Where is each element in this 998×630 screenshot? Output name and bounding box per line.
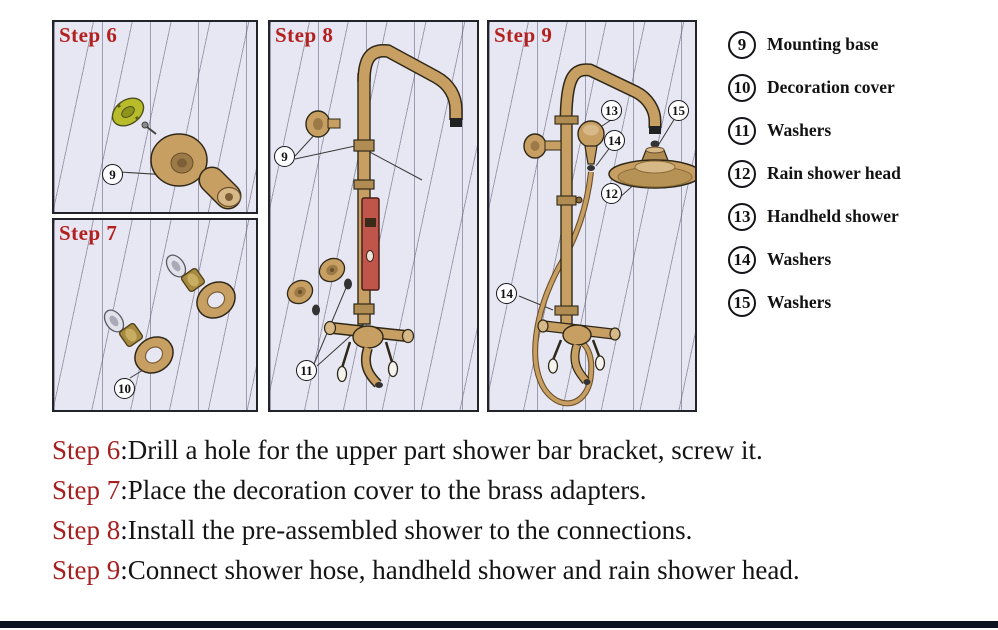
legend-label: Washers <box>767 120 832 140</box>
parts-legend: 9 Mounting base 10 Decoration cover 11 W… <box>728 30 901 317</box>
panel-step8: Step 8 9 11 <box>268 20 479 412</box>
legend-label: Mounting base <box>767 34 879 54</box>
legend-number: 15 <box>728 288 756 317</box>
callout-mounting-base: 9 <box>274 146 295 167</box>
legend-item-mounting-base: 9 Mounting base <box>728 30 901 59</box>
legend-number: 14 <box>728 245 756 274</box>
instruction-step9-prefix: Step 9 <box>52 555 121 585</box>
legend-number: 11 <box>728 116 756 145</box>
instruction-step7: Step 7:Place the decoration cover to the… <box>52 470 962 510</box>
panel-step7: Step 7 10 <box>52 218 258 412</box>
panel-step9: Step 9 13 15 14 12 14 <box>487 20 697 412</box>
instruction-step6-prefix: Step 6 <box>52 435 121 465</box>
instruction-step6: Step 6:Drill a hole for the upper part s… <box>52 430 962 470</box>
legend-label: Washers <box>767 249 832 269</box>
callout-handheld-shower: 13 <box>601 100 622 121</box>
legend-label: Rain shower head <box>767 163 901 183</box>
instruction-step8-prefix: Step 8 <box>52 515 121 545</box>
step7-title: Step 7 <box>59 221 118 245</box>
callout-washers: 11 <box>296 360 317 381</box>
callout-rain-shower-head: 12 <box>601 183 622 204</box>
instruction-step8-text: :Install the pre-assembled shower to the… <box>120 515 693 545</box>
instruction-step7-prefix: Step 7 <box>52 475 121 505</box>
step9-title: Step 9 <box>494 23 553 47</box>
legend-item-washers-15: 15 Washers <box>728 288 901 317</box>
instruction-step6-text: :Drill a hole for the upper part shower … <box>120 435 763 465</box>
callout-washers-top: 15 <box>668 100 689 121</box>
legend-number: 9 <box>728 30 756 59</box>
instruction-step8: Step 8:Install the pre-assembled shower … <box>52 510 962 550</box>
instruction-step9: Step 9:Connect shower hose, handheld sho… <box>52 550 962 590</box>
legend-number: 10 <box>728 73 756 102</box>
legend-item-handheld-shower: 13 Handheld shower <box>728 202 901 231</box>
instructions-block: Step 6:Drill a hole for the upper part s… <box>52 430 962 590</box>
legend-item-decoration-cover: 10 Decoration cover <box>728 73 901 102</box>
legend-label: Decoration cover <box>767 77 895 97</box>
callout-mounting-base: 9 <box>102 164 123 185</box>
step7-diagram <box>103 254 236 379</box>
panel-step6: Step 6 9 <box>52 20 258 214</box>
legend-item-washers-14: 14 Washers <box>728 245 901 274</box>
step8-title: Step 8 <box>275 23 334 47</box>
step6-diagram <box>111 97 242 210</box>
legend-label: Handheld shower <box>767 206 899 226</box>
callout-washers-bottom: 14 <box>496 283 517 304</box>
legend-number: 13 <box>728 202 756 231</box>
step8-diagram <box>286 44 463 388</box>
bottom-edge-bar <box>0 621 998 628</box>
instruction-step7-text: :Place the decoration cover to the brass… <box>120 475 647 505</box>
step9-diagram <box>518 63 695 407</box>
legend-item-washers-11: 11 Washers <box>728 116 901 145</box>
instruction-step9-text: :Connect shower hose, handheld shower an… <box>120 555 800 585</box>
callout-decoration-cover: 10 <box>114 378 135 399</box>
legend-number: 12 <box>728 159 756 188</box>
step6-title: Step 6 <box>59 23 118 47</box>
callout-washers-handheld: 14 <box>604 130 625 151</box>
legend-label: Washers <box>767 292 832 312</box>
legend-item-rain-shower-head: 12 Rain shower head <box>728 159 901 188</box>
